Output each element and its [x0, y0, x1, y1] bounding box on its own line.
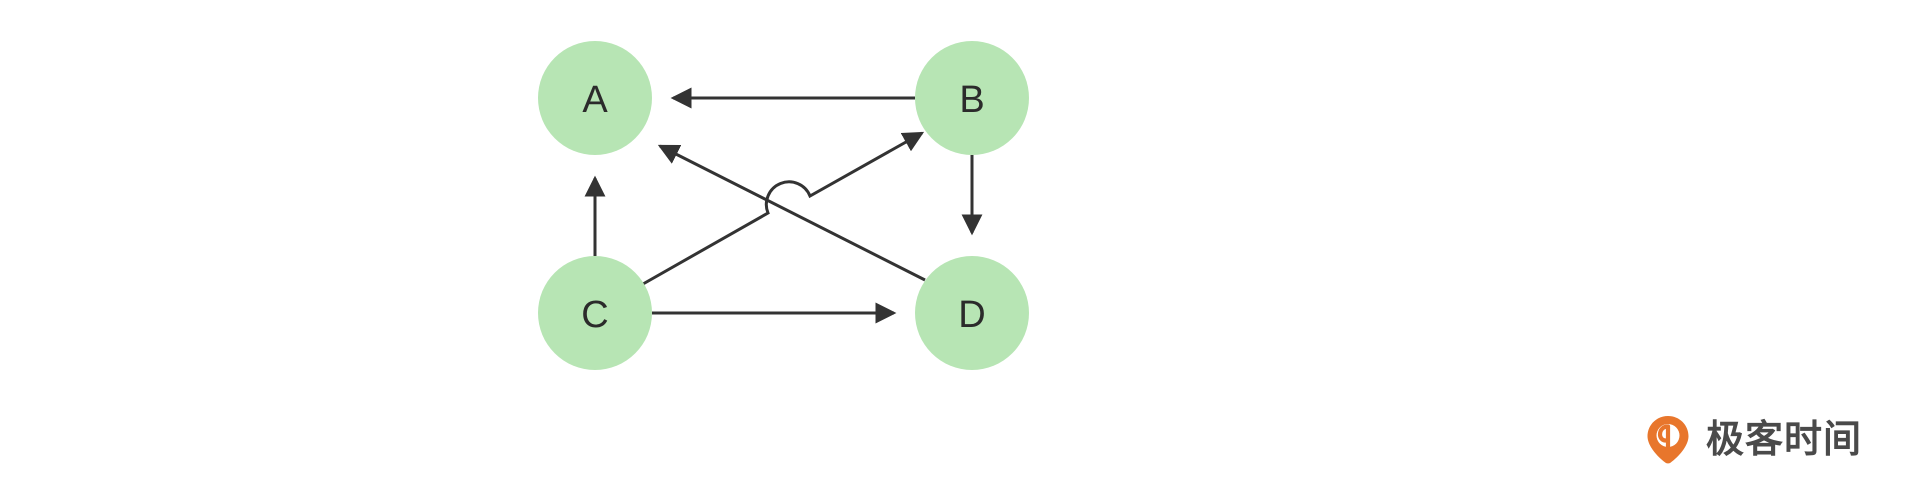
node-layer: A B C D [538, 41, 1029, 370]
edge-d-to-a [657, 144, 926, 282]
node-b-circle[interactable] [915, 41, 1029, 155]
node-b[interactable]: B [915, 41, 1029, 155]
edge-c-to-b [642, 131, 925, 286]
edge-layer [584, 87, 983, 324]
node-a-circle[interactable] [538, 41, 652, 155]
node-c[interactable]: C [538, 256, 652, 370]
watermark-text: 极客时间 [1705, 417, 1862, 461]
node-b-label: B [959, 79, 984, 121]
node-a-label: A [582, 79, 608, 121]
node-d[interactable]: D [915, 256, 1029, 370]
node-a[interactable]: A [538, 41, 652, 155]
location-pin-icon [1647, 416, 1689, 464]
watermark: 极客时间 [1642, 413, 1862, 465]
node-d-label: D [958, 294, 985, 336]
node-c-circle[interactable] [538, 256, 652, 370]
node-c-label: C [581, 294, 608, 336]
node-d-circle[interactable] [915, 256, 1029, 370]
